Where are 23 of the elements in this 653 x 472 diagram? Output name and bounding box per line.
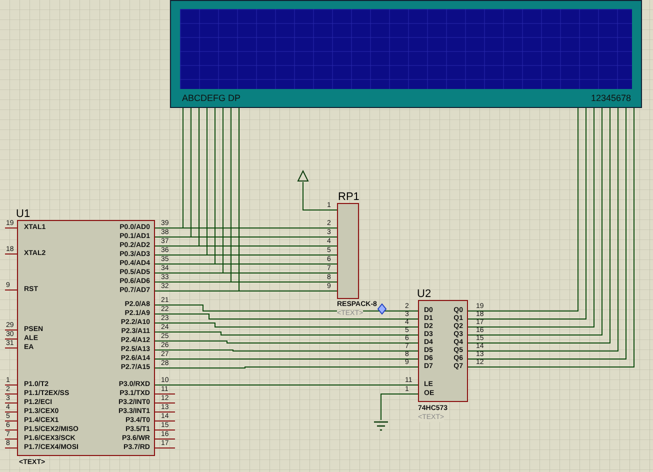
wire (154, 254, 338, 256)
wire (154, 332, 418, 336)
wire (154, 358, 418, 360)
wire (154, 314, 418, 320)
wire (154, 384, 418, 386)
wire (154, 350, 418, 352)
wire (154, 340, 418, 344)
digit-pin-labels: 12345678 (590, 93, 631, 103)
component-reference: U2 (417, 288, 432, 300)
wire (154, 304, 418, 312)
wire (154, 272, 338, 274)
wire (154, 366, 418, 368)
component-reference: U1 (16, 208, 30, 220)
wire (154, 290, 338, 292)
ground-symbol (374, 422, 388, 430)
wire (154, 322, 418, 328)
wire (380, 394, 418, 420)
segment-pin-labels: ABCDEFG DP (182, 93, 241, 103)
power-terminal-icon (298, 171, 308, 181)
wire (302, 182, 338, 210)
wire (154, 236, 338, 238)
component-reference: RP1 (338, 191, 360, 203)
seven-segment-display (170, 0, 642, 108)
